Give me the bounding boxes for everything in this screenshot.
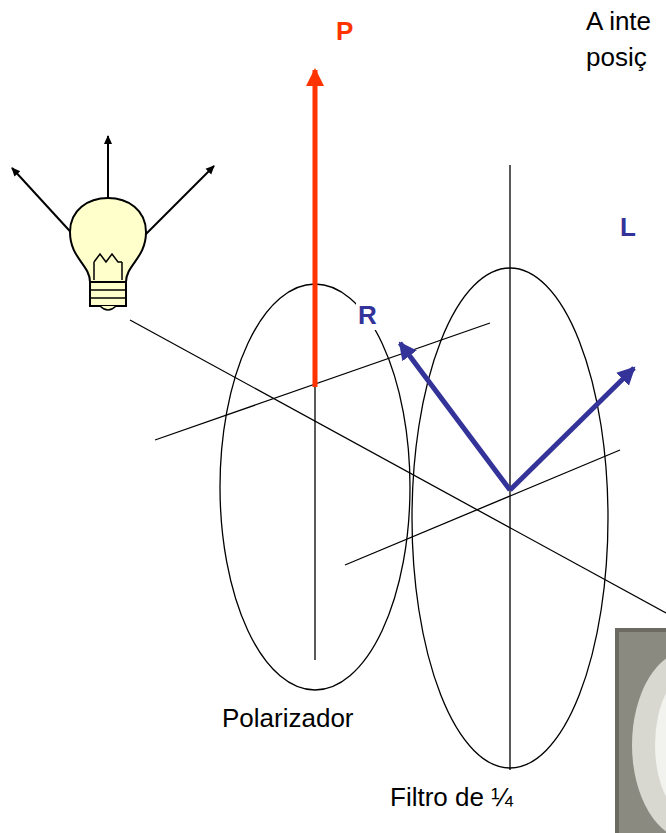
right-vector xyxy=(400,343,510,490)
vector-label: L xyxy=(618,212,638,242)
left-vector xyxy=(510,368,634,490)
part-label: Filtro de ¼ xyxy=(388,782,515,812)
cut-off-text: A inte xyxy=(584,6,653,36)
light-bulb xyxy=(12,136,214,310)
photo-fragment xyxy=(615,628,666,833)
vector-label: P xyxy=(334,16,355,46)
polarization-vector xyxy=(313,70,318,387)
polarizer-ellipse xyxy=(130,284,666,690)
vector-label: R xyxy=(356,300,379,330)
quarter-wave-filter-ellipse xyxy=(345,165,620,770)
cut-off-text: posiç xyxy=(584,42,649,72)
part-label: Polarizador xyxy=(220,703,356,733)
